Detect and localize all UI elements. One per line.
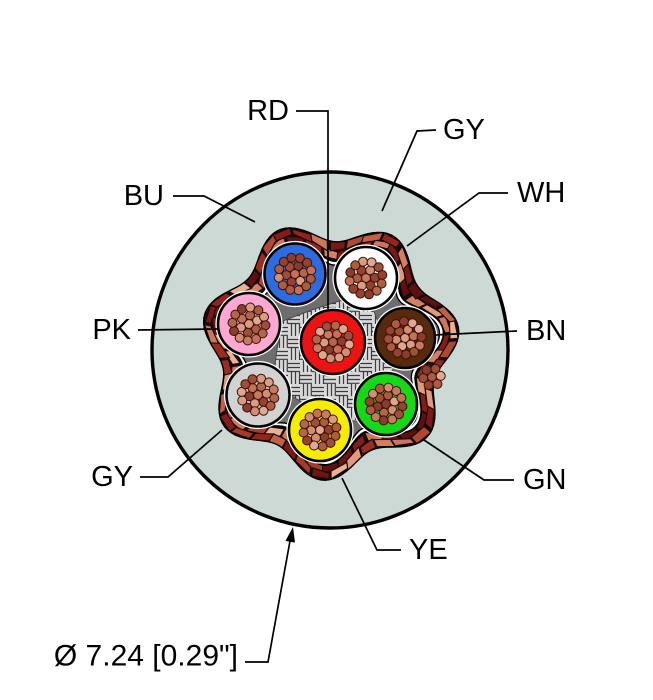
conductor-wh-white [332, 244, 400, 312]
label-rd: RD [247, 95, 289, 127]
dimension-label: Ø 7.24 [0.29"] [54, 640, 238, 673]
conductor-gy-gray [223, 360, 293, 430]
leader-gy-core [140, 429, 223, 478]
conductor-gn-green [352, 370, 420, 438]
label-bn: BN [526, 315, 566, 347]
leader-rd [296, 110, 329, 309]
label-gn: GN [523, 464, 567, 496]
label-gy-core: GY [91, 461, 133, 493]
conductor-ye-yellow [286, 396, 354, 464]
conductor-bu-blue [261, 240, 329, 308]
leader-bn [433, 330, 518, 336]
label-wh: WH [517, 177, 565, 209]
leader-pk [137, 328, 219, 331]
label-bu: BU [124, 180, 164, 212]
conductor-rd-red [298, 307, 368, 377]
conductor-bn-brown [372, 305, 438, 371]
leader-gy-jacket [381, 129, 437, 212]
leader-wh [406, 192, 508, 247]
label-ye: YE [409, 534, 448, 566]
leader-bu [173, 195, 256, 223]
label-gy-jacket: GY [443, 114, 485, 146]
leader-ye [341, 477, 401, 551]
drain-wire [418, 363, 446, 391]
leader-gn [423, 439, 514, 481]
conductor-pk-pink [215, 290, 283, 358]
dimension-leader [245, 540, 291, 663]
dimension-arrow [285, 527, 295, 543]
label-pk: PK [92, 314, 131, 346]
